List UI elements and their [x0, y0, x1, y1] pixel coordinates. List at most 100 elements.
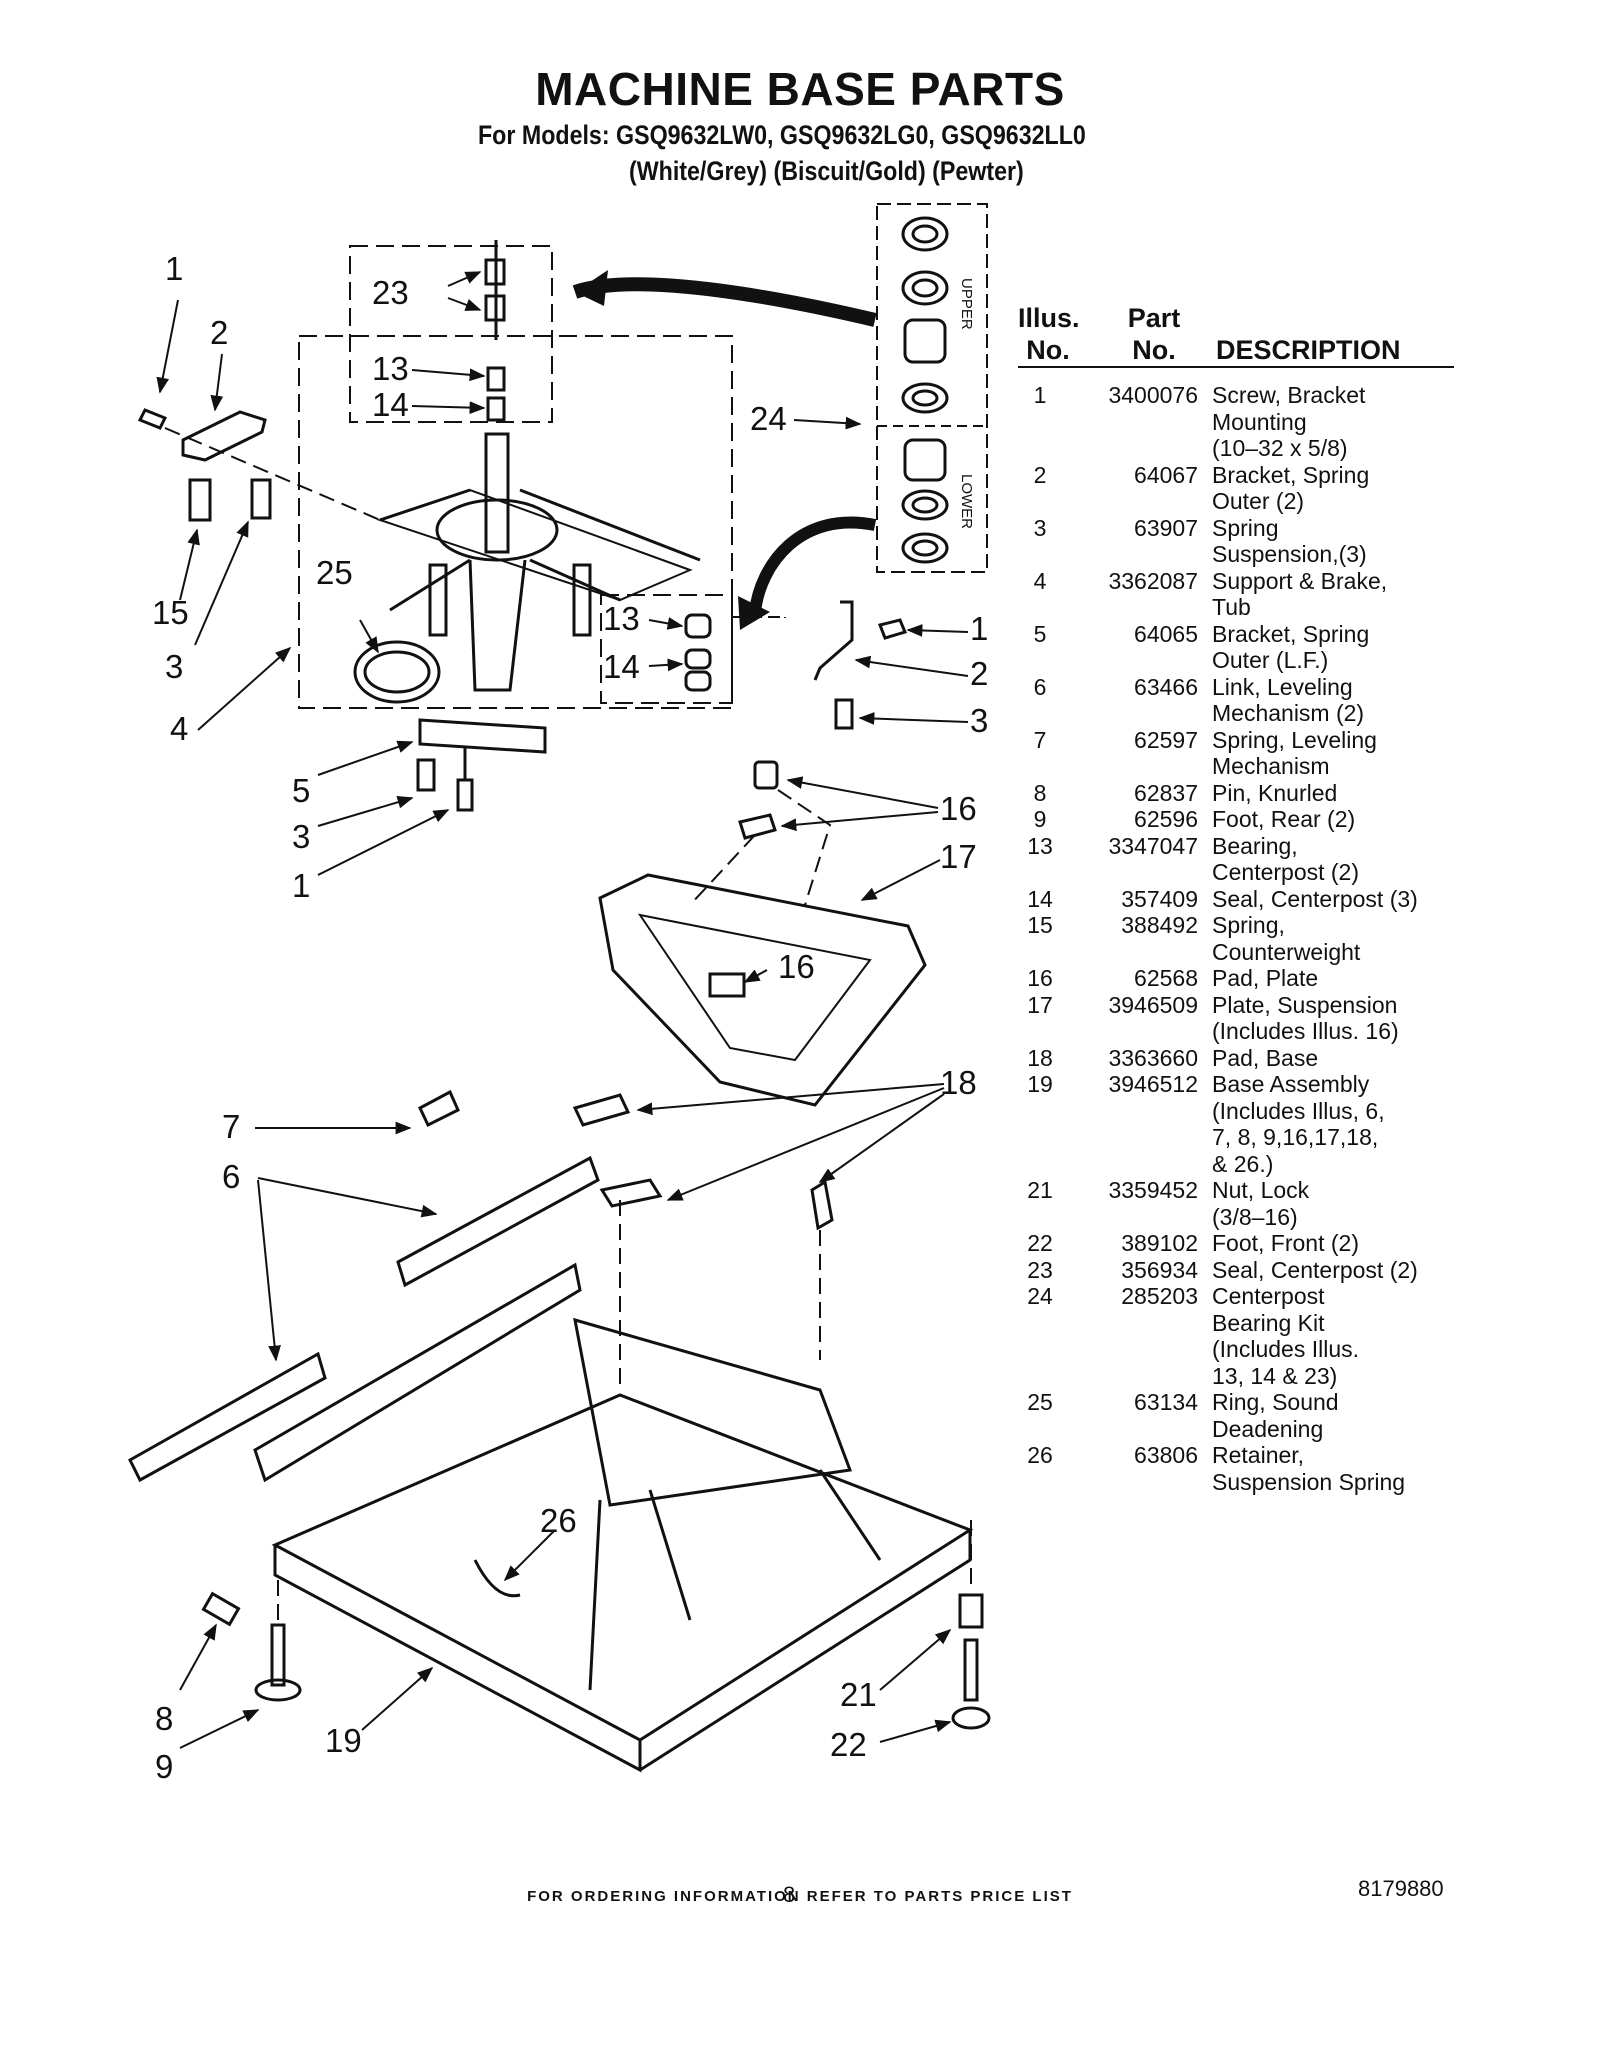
models-line: For Models: GSQ9632LW0, GSQ9632LG0, GSQ9…	[478, 120, 1086, 150]
bearing-kit-panel: UPPER LOWER	[876, 203, 988, 573]
part-description: Foot, Rear (2)	[1212, 806, 1356, 832]
tub-support-part	[353, 240, 701, 704]
part-description: Pin, Knurled	[1212, 779, 1338, 806]
tub-support-group-box	[298, 335, 733, 709]
callout-4: 4	[170, 710, 188, 747]
callout-13-lower: 13	[603, 600, 640, 637]
part-number: 64067	[1134, 461, 1198, 488]
illus-number: 5	[1033, 620, 1047, 647]
callout-numbers: 1 2 23 13 14 24 15 3 25 4 13 14 1 2 3 5 …	[152, 250, 988, 1785]
part-description: Screw, Bracket Mounting (10–32 x 5/8)	[1212, 382, 1366, 461]
kit-lower-label: LOWER	[958, 474, 975, 529]
part-description: Retainer, Suspension Spring	[1212, 1442, 1406, 1495]
header-part: Part No.	[1127, 303, 1181, 365]
callout-3-lower: 3	[292, 818, 310, 855]
callout-18: 18	[940, 1064, 977, 1101]
part-number: 357409	[1121, 885, 1198, 912]
illus-number: 8	[1033, 779, 1047, 806]
callout-1-right: 1	[970, 610, 988, 647]
part-description: Spring, Counterweight	[1212, 912, 1361, 965]
illus-number: 26	[1027, 1442, 1053, 1468]
callout-3-right: 3	[970, 702, 988, 739]
illus-number: 23	[1027, 1256, 1053, 1283]
dashed-groups	[298, 245, 733, 709]
header-illus: Illus. No.	[1018, 303, 1080, 365]
page-number: 8	[783, 1882, 796, 1907]
small-bearings	[684, 613, 712, 692]
suspension-plate	[598, 760, 927, 1107]
illus-number: 18	[1027, 1044, 1053, 1071]
callout-25: 25	[316, 554, 353, 591]
part-number: 356934	[1121, 1256, 1198, 1283]
page-title: MACHINE BASE PARTS	[535, 63, 1065, 115]
part-description: Spring Suspension,(3)	[1212, 514, 1367, 568]
part-number: 285203	[1121, 1283, 1198, 1309]
part-description: Bracket, Spring Outer (2)	[1212, 461, 1370, 515]
callout-22: 22	[830, 1726, 867, 1763]
illus-number: 6	[1033, 673, 1047, 700]
colors-line: (White/Grey) (Biscuit/Gold) (Pewter)	[629, 156, 1024, 186]
part-number: 3362087	[1108, 567, 1198, 594]
callout-13-top: 13	[372, 350, 409, 387]
part-number: 63907	[1134, 514, 1198, 541]
table-row: 16 62568 Pad, Plate	[1018, 965, 1458, 992]
leader-lines	[156, 271, 969, 1749]
part-number: 62596	[1134, 806, 1198, 832]
table-row: 26 63806 Retainer, Suspension Spring	[1018, 1442, 1458, 1495]
callout-14-top: 14	[372, 386, 409, 423]
illus-number: 22	[1027, 1230, 1053, 1256]
illus-number: 15	[1027, 912, 1053, 938]
lower-bearing-group-box	[600, 594, 733, 704]
table-row: 2 64067 Bracket, Spring Outer (2)	[1018, 462, 1458, 515]
part-number: 63806	[1134, 1442, 1198, 1468]
illus-number: 13	[1027, 832, 1053, 859]
table-row: 9 62596 Foot, Rear (2)	[1018, 806, 1458, 833]
callout-6: 6	[222, 1158, 240, 1195]
illus-number: 7	[1033, 726, 1047, 753]
callout-23: 23	[372, 274, 409, 311]
illus-number: 9	[1033, 806, 1047, 832]
part-number: 3347047	[1108, 832, 1198, 859]
part-number: 3946509	[1108, 991, 1198, 1018]
illus-number: 21	[1027, 1177, 1053, 1203]
part-number: 3946512	[1108, 1071, 1198, 1097]
part-description: Pad, Base	[1212, 1044, 1319, 1071]
bracket-spring-parts	[137, 408, 908, 812]
illus-number: 14	[1027, 885, 1053, 912]
illus-number: 2	[1033, 461, 1047, 488]
kit-group-box	[349, 245, 553, 423]
part-description: Centerpost Bearing Kit (Includes Illus. …	[1212, 1283, 1360, 1389]
illus-number: 4	[1033, 567, 1047, 594]
part-description: Pad, Plate	[1212, 965, 1319, 991]
part-number: 62568	[1134, 965, 1198, 991]
header-description: DESCRIPTION	[1216, 335, 1401, 365]
ordering-note: FOR ORDERING INFORMATION REFER TO PARTS …	[527, 1888, 1073, 1905]
part-number: 389102	[1121, 1230, 1198, 1256]
parts-table-header: Illus. No. Part No. DESCRIPTION	[1018, 302, 1454, 368]
part-description: Support & Brake, Tub	[1212, 567, 1388, 621]
illus-number: 16	[1027, 965, 1053, 991]
callout-8: 8	[155, 1700, 173, 1737]
part-number: 64065	[1134, 620, 1198, 647]
part-description: Plate, Suspension (Includes Illus. 16)	[1212, 991, 1399, 1045]
part-number: 3359452	[1108, 1177, 1198, 1203]
part-number: 63466	[1134, 673, 1198, 700]
part-number: 63134	[1134, 1389, 1198, 1415]
